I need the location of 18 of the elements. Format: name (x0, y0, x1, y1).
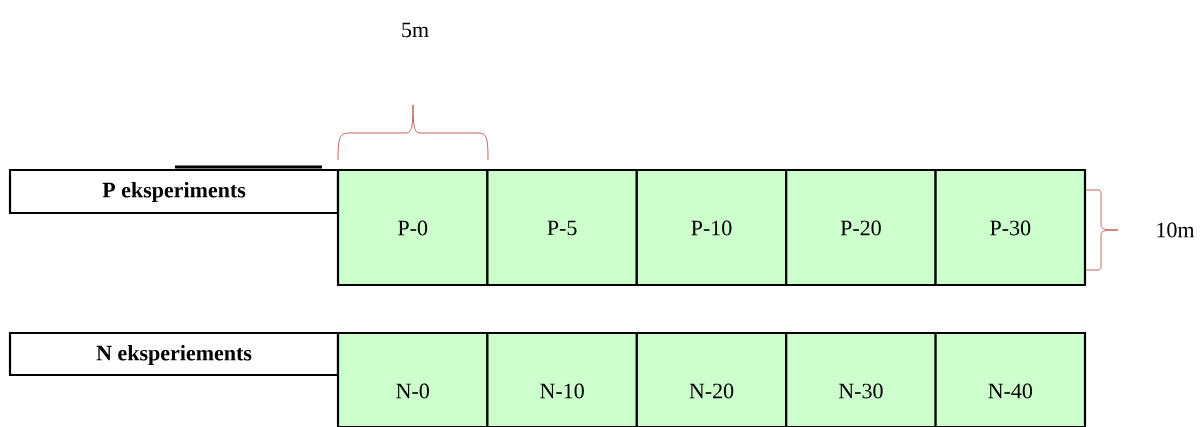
plot-cell: P-30 (934, 168, 1087, 287)
head-box: P eksperiments (8, 168, 340, 215)
dimension-label: 10m (1157, 222, 1195, 238)
plot-cell: P-10 (635, 168, 788, 287)
node-label: N-20 (689, 383, 734, 399)
plot-cell: N-30 (785, 331, 937, 427)
plot-cell: P-5 (486, 168, 638, 287)
dimension-label: 5m (402, 22, 429, 38)
plot-cell: N-0 (336, 331, 489, 427)
head-box: N eksperiements (8, 331, 340, 377)
node-label: N-10 (540, 383, 584, 399)
plot-cell: N-10 (486, 331, 638, 427)
plot-cell: N-40 (934, 331, 1087, 427)
plot-cell: P-20 (785, 168, 937, 287)
plot-cell: N-20 (635, 331, 788, 427)
node-label: N-30 (838, 383, 883, 399)
node-label: N-0 (396, 383, 429, 399)
plot-cell: P-0 (336, 168, 489, 287)
